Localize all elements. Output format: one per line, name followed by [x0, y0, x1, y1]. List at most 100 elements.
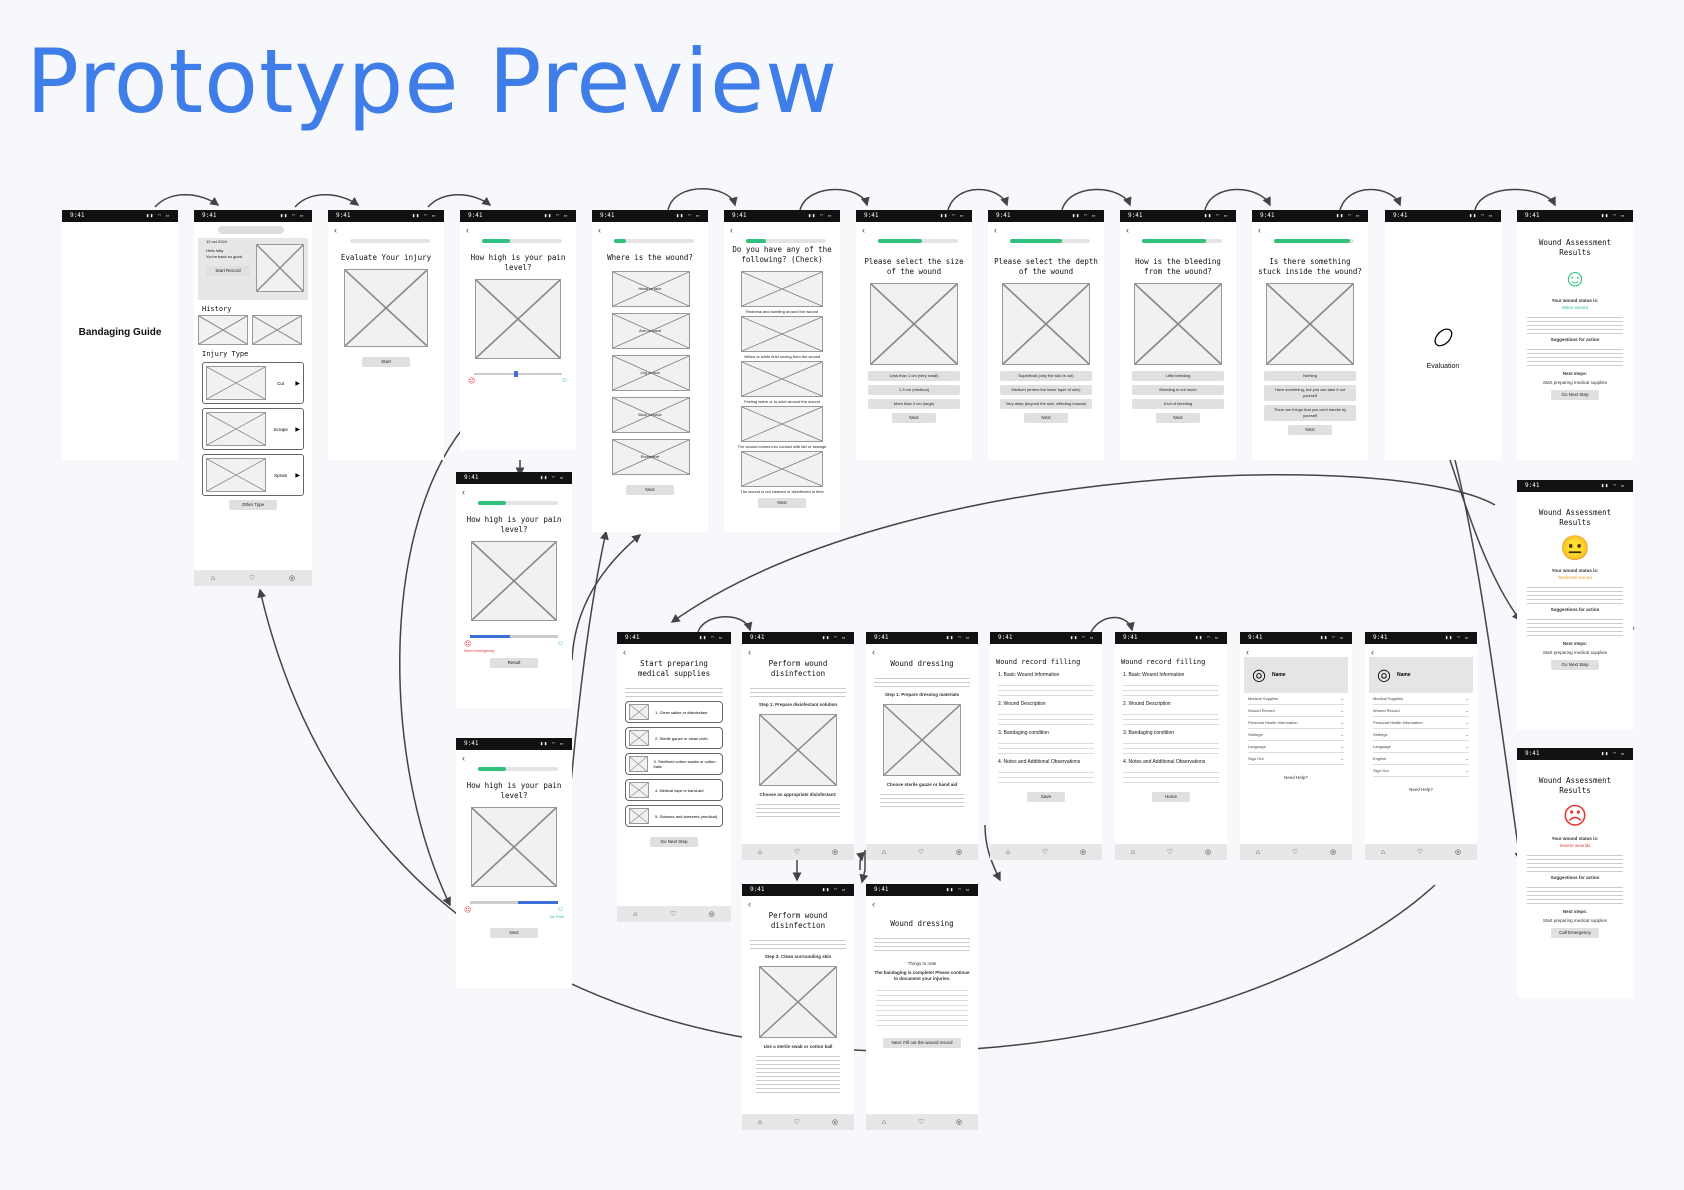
profile-icon[interactable]: ◎	[1204, 849, 1212, 856]
profile-menu-item[interactable]: Wound Record⌄	[1248, 705, 1344, 717]
symptom-option[interactable]: Yellow or white fluid oozing from the wo…	[724, 316, 840, 359]
profile-menu-item[interactable]: Language⌄	[1373, 741, 1469, 753]
home-icon[interactable]: ⌂	[1380, 848, 1386, 856]
home-icon[interactable]: ⌂	[633, 910, 638, 918]
start-button[interactable]: Start	[362, 357, 410, 367]
wound-location-option[interactable]: Body or back	[612, 397, 690, 433]
result-action-button[interactable]: Call Emergency	[1551, 928, 1599, 938]
profile-menu-item[interactable]: Personal Health Information⌄	[1373, 717, 1469, 729]
back-icon[interactable]: ‹	[462, 753, 465, 763]
profile-icon[interactable]: ◎	[1079, 849, 1087, 856]
wound-location-option[interactable]: Elsewhere	[612, 439, 690, 475]
profile-icon[interactable]: ◎	[955, 1119, 963, 1126]
heart-icon[interactable]: ♡	[669, 911, 677, 918]
wound-location-option[interactable]: Arm or hand	[612, 313, 690, 349]
home-icon[interactable]: ⌂	[757, 1118, 763, 1126]
back-icon[interactable]: ‹	[462, 487, 465, 497]
next-button[interactable]: Next	[1156, 413, 1200, 423]
result-action-button[interactable]: Go Next Step	[1551, 390, 1599, 400]
home-icon[interactable]: ⌂	[1005, 848, 1011, 856]
result-action-button[interactable]: Go Next Step	[1551, 660, 1599, 670]
profile-icon[interactable]: ◎	[955, 849, 963, 856]
back-icon[interactable]: ‹	[872, 647, 875, 657]
next-button[interactable]: Next	[892, 413, 936, 423]
answer-option[interactable]: Less than 1 cm (very small)	[868, 371, 960, 381]
next-button[interactable]: Next	[626, 485, 674, 495]
heart-icon[interactable]: ♡	[248, 575, 256, 582]
profile-menu-item[interactable]: Settings⌄	[1373, 729, 1469, 741]
result-button[interactable]: Result	[490, 658, 538, 668]
answer-option[interactable]: More than 3 cm (large)	[868, 399, 960, 409]
other-type-button[interactable]: Other Type	[229, 500, 277, 510]
symptom-option[interactable]: Redness and swelling around the wound	[724, 271, 840, 314]
profile-menu-item[interactable]: Wound Record⌄	[1373, 705, 1469, 717]
home-icon[interactable]: ⌂	[881, 848, 887, 856]
back-icon[interactable]: ‹	[598, 225, 601, 235]
profile-menu-item[interactable]: Medical Supplies⌄	[1248, 693, 1344, 705]
profile-menu-item[interactable]: Sign Out⌄	[1248, 753, 1344, 765]
answer-option[interactable]: Medium (enters the lower layer of skin)	[1000, 385, 1092, 395]
profile-menu-item[interactable]: Medical Supplies⌄	[1373, 693, 1469, 705]
pain-slider[interactable]	[474, 371, 562, 377]
wound-location-option[interactable]: Leg or foot	[612, 355, 690, 391]
profile-menu-item[interactable]: Settings⌄	[1248, 729, 1344, 741]
heart-icon[interactable]: ♡	[1041, 849, 1049, 856]
supply-item[interactable]: 5. Scissors and tweezers (medical)	[625, 805, 723, 827]
wound-location-option[interactable]: Head or face	[612, 271, 690, 307]
back-icon[interactable]: ‹	[748, 647, 751, 657]
next-button[interactable]: Next	[1288, 425, 1332, 435]
answer-option[interactable]: Little bleeding	[1132, 371, 1224, 381]
start-record-button[interactable]: Start Record	[206, 266, 250, 276]
symptom-option[interactable]: Feeling warm or to-stich around the woun…	[724, 361, 840, 404]
home-icon[interactable]: ⌂	[1130, 848, 1136, 856]
back-icon[interactable]: ‹	[730, 225, 733, 235]
answer-option[interactable]: A lot of bleeding	[1132, 399, 1224, 409]
injury-type-item[interactable]: Sprain▶	[202, 454, 304, 496]
next-button[interactable]: Next	[1024, 413, 1068, 423]
answer-option[interactable]: Very deep (beyond the skin, affecting mu…	[1000, 399, 1092, 409]
back-icon[interactable]: ‹	[1126, 225, 1129, 235]
profile-icon[interactable]: ◎	[831, 849, 839, 856]
answer-option[interactable]: Bleeding is not much	[1132, 385, 1224, 395]
home-button[interactable]: Home	[1152, 792, 1190, 802]
profile-menu-item[interactable]: Personal Health Information⌄	[1248, 717, 1344, 729]
injury-type-item[interactable]: Cut▶	[202, 362, 304, 404]
answer-option[interactable]: There are things that you can't handle b…	[1264, 405, 1356, 421]
supply-item[interactable]: 3. Sterilized cotton swabs or cotton bal…	[625, 753, 723, 775]
back-icon[interactable]: ‹	[334, 225, 337, 235]
symptom-option[interactable]: The wound is not cleaned or disinfected …	[724, 451, 840, 494]
heart-icon[interactable]: ♡	[793, 1119, 801, 1126]
answer-option[interactable]: Have something, but you can take it out …	[1264, 385, 1356, 401]
profile-menu-item[interactable]: English⌄	[1373, 753, 1469, 765]
history-thumb[interactable]	[198, 315, 248, 345]
back-icon[interactable]: ‹	[623, 647, 626, 657]
back-icon[interactable]: ‹	[466, 225, 469, 235]
home-icon[interactable]: ⌂	[1255, 848, 1261, 856]
home-icon[interactable]: ⌂	[210, 574, 216, 582]
answer-option[interactable]: Superficial (only the skin is cut)	[1000, 371, 1092, 381]
save-button[interactable]: Save	[1027, 792, 1065, 802]
back-icon[interactable]: ‹	[748, 899, 751, 909]
heart-icon[interactable]: ♡	[1166, 849, 1174, 856]
profile-icon[interactable]: ◎	[831, 1119, 839, 1126]
back-icon[interactable]: ‹	[862, 225, 865, 235]
profile-icon[interactable]: ◎	[1454, 849, 1462, 856]
pain-slider[interactable]	[470, 635, 558, 638]
profile-menu-item[interactable]: Sign Out⌄	[1373, 765, 1469, 777]
go-next-step-button[interactable]: Go Next Step	[650, 837, 698, 847]
history-thumb[interactable]	[252, 315, 302, 345]
profile-icon[interactable]: ◎	[288, 575, 296, 582]
symptom-option[interactable]: The wound comes into contact with dirt o…	[724, 406, 840, 449]
pain-slider[interactable]	[470, 901, 558, 904]
answer-option[interactable]: Nothing	[1264, 371, 1356, 381]
back-icon[interactable]: ‹	[994, 225, 997, 235]
supply-item[interactable]: 4. Medical tape or band-aid	[625, 779, 723, 801]
injury-type-item[interactable]: Scrape▶	[202, 408, 304, 450]
profile-icon[interactable]: ◎	[1329, 849, 1337, 856]
heart-icon[interactable]: ♡	[917, 1119, 925, 1126]
next-button[interactable]: Next	[758, 498, 806, 508]
back-icon[interactable]: ‹	[872, 899, 875, 909]
answer-option[interactable]: 1-3 cm (medium)	[868, 385, 960, 395]
profile-menu-item[interactable]: Language⌄	[1248, 741, 1344, 753]
fill-record-button[interactable]: Next: Fill out the wound record	[883, 1038, 961, 1048]
